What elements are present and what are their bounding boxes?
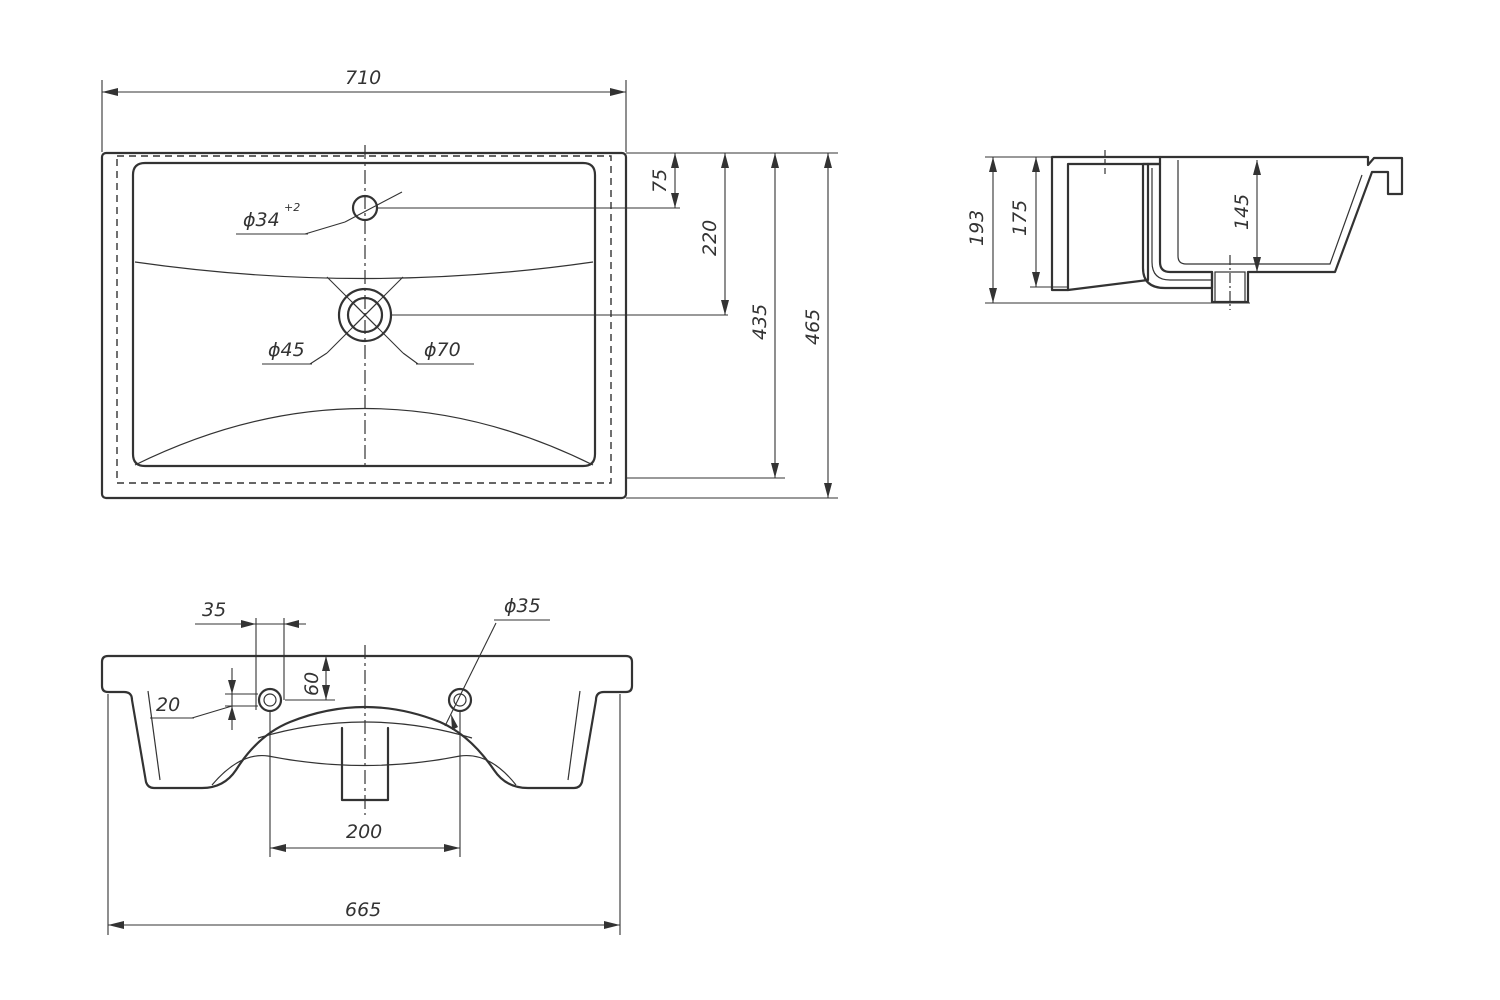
dim-175-label: 175 xyxy=(1009,200,1031,236)
basin-upper-curve xyxy=(134,261,594,280)
dim-465-label: 465 xyxy=(802,309,824,345)
drain-outer-diameter-label: ϕ70 xyxy=(424,339,461,361)
top-view: ϕ34 +2 ϕ45 ϕ70 710 75 xyxy=(100,67,838,500)
tap-hole-diameter-label: ϕ34 xyxy=(243,209,280,231)
dim-20-label: 20 xyxy=(156,694,180,716)
side-section-view: 193 175 145 xyxy=(966,150,1404,310)
mount-hole-left xyxy=(257,687,283,713)
drain-pipe-section xyxy=(1214,271,1246,303)
dim-75-label: 75 xyxy=(649,169,671,193)
hole-spacing-label: 200 xyxy=(346,821,382,843)
front-outline xyxy=(100,654,634,790)
basin-outline xyxy=(131,161,597,468)
dim-60-label: 60 xyxy=(301,672,323,696)
mount-hole-diameter-label: ϕ35 xyxy=(504,595,541,617)
drain-inner-diameter-label: ϕ45 xyxy=(268,339,305,361)
dim-435-label: 435 xyxy=(749,304,771,340)
bottom-width-label: 665 xyxy=(345,899,381,921)
drain-inner xyxy=(346,296,384,334)
dim-35-label: 35 xyxy=(202,599,226,621)
front-view: 35 60 20 ϕ35 200 665 xyxy=(100,595,634,935)
dim-193-label: 193 xyxy=(966,210,988,246)
mount-hole-right xyxy=(447,687,473,713)
basin-lower-curve xyxy=(134,408,594,466)
overall-width-label: 710 xyxy=(345,67,381,89)
countertop-outline xyxy=(100,151,628,500)
basin-bowl-section xyxy=(1158,155,1404,304)
dim-220-label: 220 xyxy=(699,220,721,256)
inner-rim-dashed xyxy=(116,155,612,484)
dim-145-label: 145 xyxy=(1231,194,1253,230)
tap-hole-tolerance-label: +2 xyxy=(284,201,300,214)
